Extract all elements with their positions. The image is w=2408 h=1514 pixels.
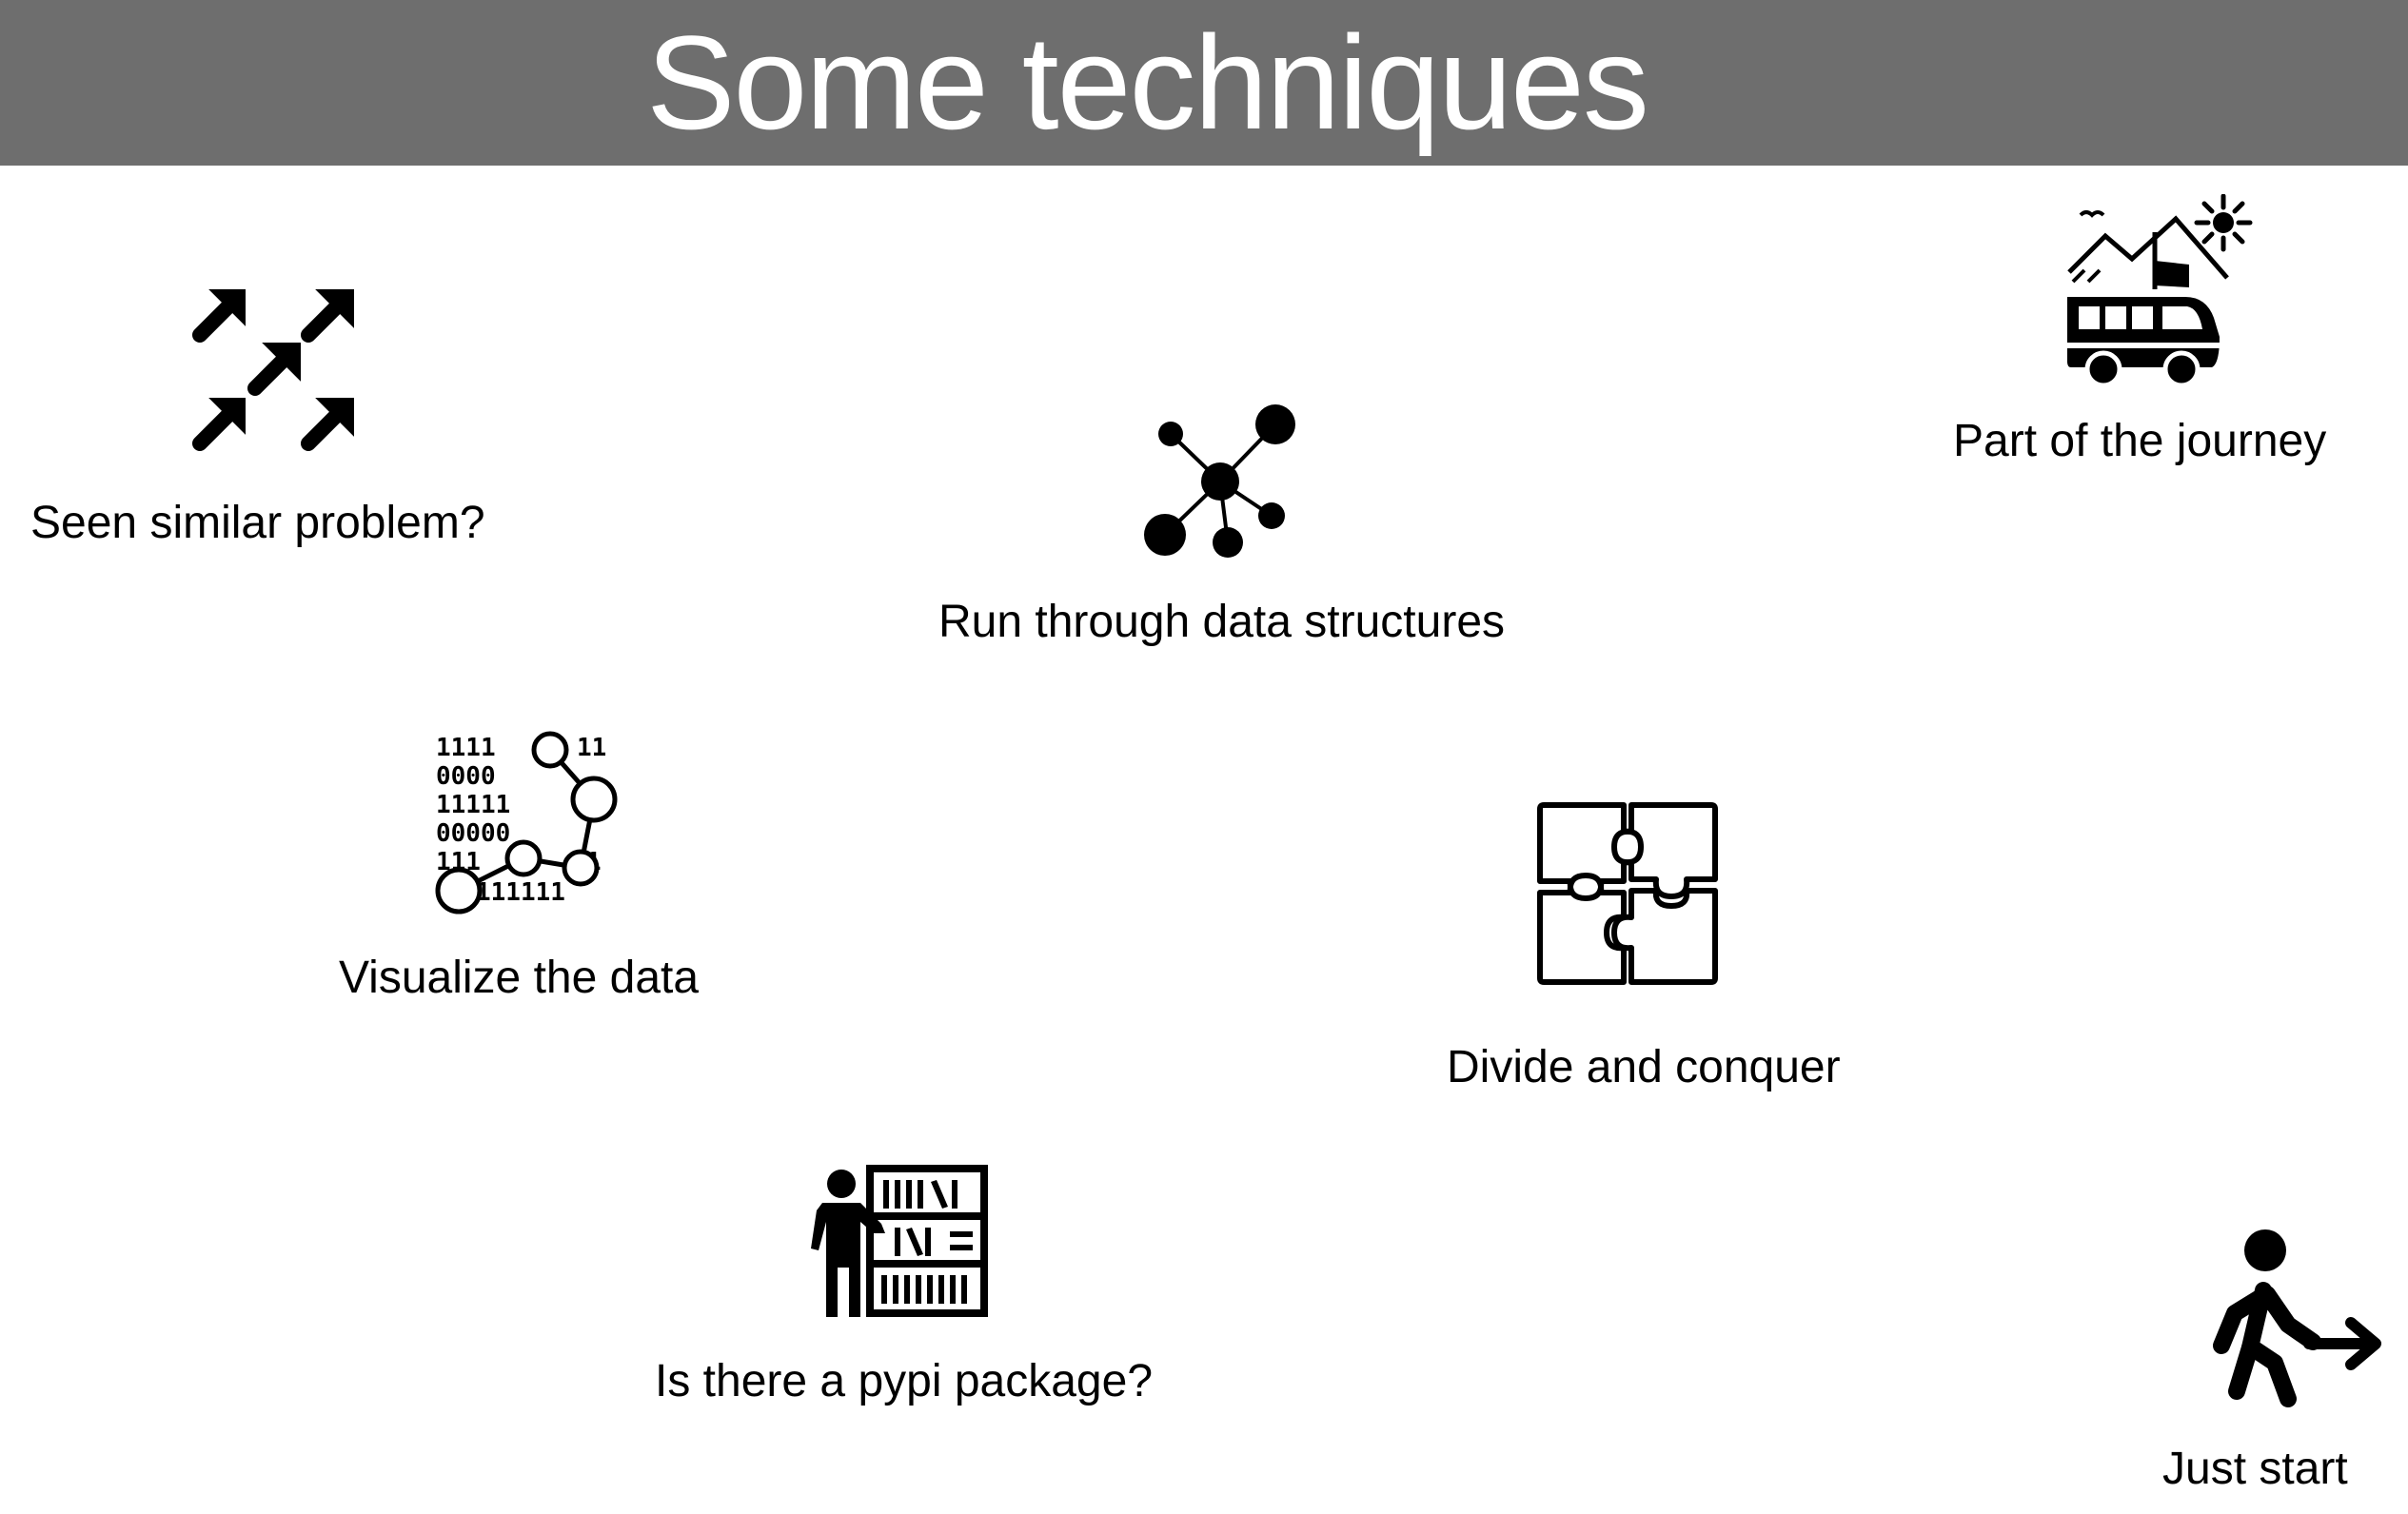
svg-text:00000: 00000 [436, 819, 510, 848]
technique-label-visualize: Visualize the data [339, 953, 700, 1003]
svg-text:111111: 111111 [476, 878, 565, 907]
walking-person-arrow-icon [2213, 1229, 2381, 1407]
network-graph-icon [1144, 404, 1295, 558]
binary-data-graph-icon: 1111 11 0000 11111 00000 111 111111 1 [435, 731, 618, 914]
arrows-diagonal-icon [192, 289, 354, 451]
camper-van-mountains-icon [2067, 194, 2253, 384]
technique-label-pypi: Is there a pypi package? [655, 1356, 1154, 1406]
person-at-bookshelf-icon [811, 1165, 988, 1317]
svg-text:11: 11 [577, 734, 606, 762]
svg-text:0000: 0000 [436, 762, 496, 791]
technique-label-start: Just start [2162, 1444, 2348, 1494]
svg-text:11111: 11111 [436, 791, 510, 819]
technique-label-data-structures: Run through data structures [938, 597, 1506, 647]
puzzle-pieces-icon [1537, 802, 1718, 985]
header-bar: Some techniques [0, 0, 2408, 166]
slide-title: Some techniques [646, 8, 1649, 157]
technique-label-journey: Part of the journey [1953, 416, 2327, 466]
technique-label-similar: Seen similar problem? [30, 498, 485, 548]
technique-label-divide: Divide and conquer [1447, 1042, 1841, 1092]
svg-text:1111: 1111 [436, 734, 496, 762]
